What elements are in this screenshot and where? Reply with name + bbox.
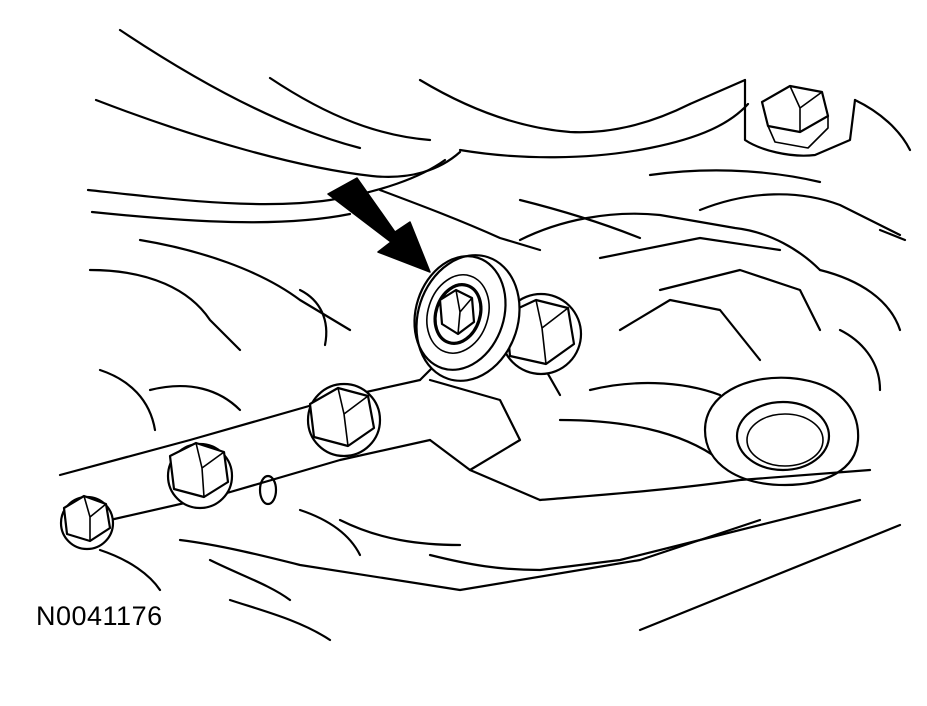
mid-body-edge xyxy=(378,188,542,252)
shaft-rail xyxy=(58,238,562,522)
figure-id-label: N0041176 xyxy=(36,601,163,631)
mid-body-edge xyxy=(518,198,642,240)
right-casting xyxy=(518,212,907,462)
hex-bolt-icon xyxy=(306,382,382,458)
hex-bolt-icon xyxy=(499,292,583,376)
upper-bracket xyxy=(648,78,912,237)
hex-bolt-icon xyxy=(59,494,115,551)
small-port xyxy=(258,474,278,506)
hex-socket-plug-icon xyxy=(413,254,521,382)
arrow-icon xyxy=(327,177,431,273)
round-boss xyxy=(703,376,860,487)
top-bolt xyxy=(760,84,830,149)
housing-curves xyxy=(86,28,750,224)
hex-bolt-icon xyxy=(166,441,234,510)
lower-flange xyxy=(98,468,902,642)
